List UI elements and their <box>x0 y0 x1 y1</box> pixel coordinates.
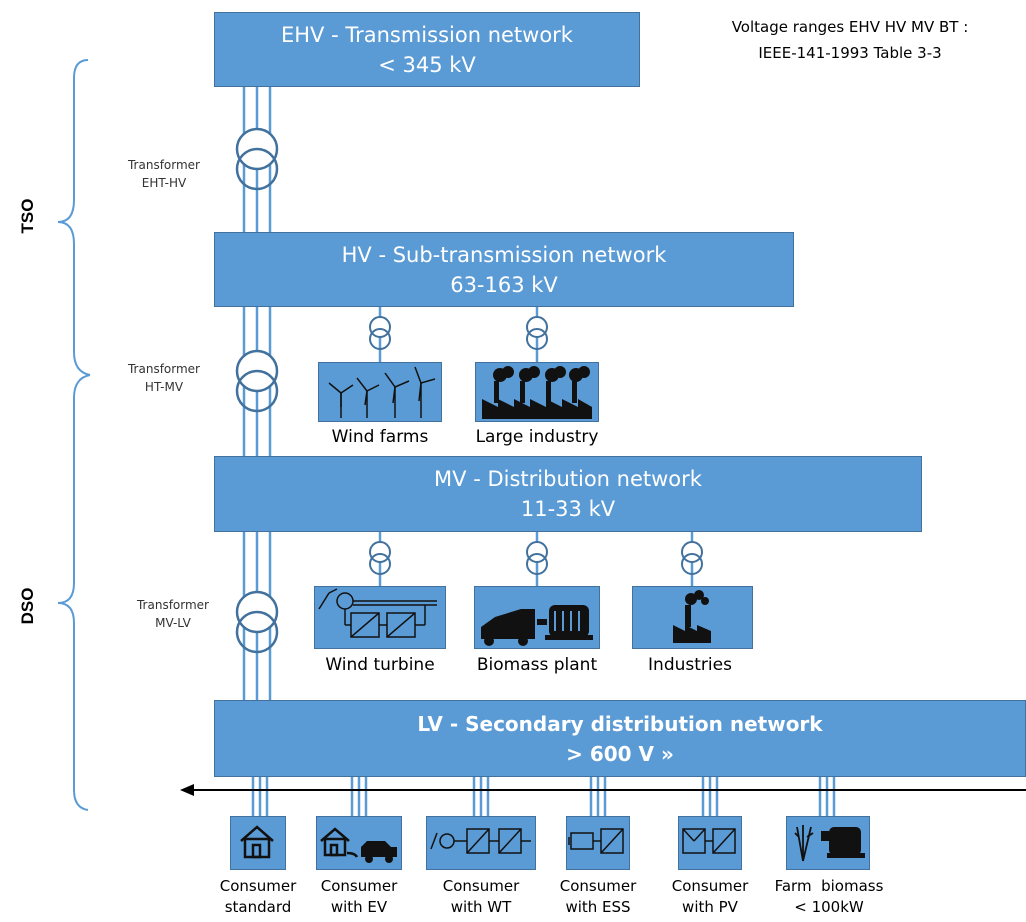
consumer-wt-box <box>426 816 536 870</box>
wind-turbine-converter-icon <box>430 828 531 854</box>
consumer-pv-label: Consumer with PV <box>655 876 765 918</box>
farm-biomass-box <box>786 816 870 870</box>
tso-label: TSO <box>18 198 37 234</box>
note-line-1: Voltage ranges EHV HV MV BT : <box>731 18 969 36</box>
farm-biomass-icon <box>794 825 865 862</box>
consumer-line1: Consumer <box>219 877 297 895</box>
consumer-line1: Consumer <box>320 877 398 895</box>
transformer-ht-mv-symbol <box>235 349 279 413</box>
transformer-mv-lv-symbol <box>235 590 279 654</box>
consumer-line1: Consumer <box>442 877 520 895</box>
consumer-wt-label: Consumer with WT <box>426 876 536 918</box>
ehv-transmission-network: EHV - Transmission network < 345 kV <box>214 12 640 87</box>
note-line-2: IEEE-141-1993 Table 3-3 <box>758 44 942 62</box>
dso-label: DSO <box>18 587 37 625</box>
ehv-title: EHV - Transmission network <box>281 22 573 47</box>
consumer-pv-box <box>678 816 742 870</box>
transformer-label-line1: Transformer <box>136 598 209 612</box>
biomass-plant-icon <box>481 605 593 646</box>
consumer-line2: standard <box>224 898 292 916</box>
factory-icon <box>673 590 711 643</box>
consumer-line1: Consumer <box>559 877 637 895</box>
transformer-label-eht-hv: Transformer EHT-HV <box>109 156 219 192</box>
farm-biomass-label: Farm biomass < 100kW <box>764 876 894 918</box>
wind-turbine-box <box>314 586 446 649</box>
industries-label: Industries <box>648 655 732 675</box>
consumer-line1: Consumer <box>671 877 749 895</box>
transformer-label-line1: Transformer <box>127 158 200 172</box>
operator-braces <box>57 59 91 811</box>
biomass-plant-label: Biomass plant <box>476 655 598 675</box>
small-transformers <box>369 316 703 575</box>
consumer-line2: < 100kW <box>794 898 864 916</box>
hv-subtransmission-network: HV - Sub-transmission network 63-163 kV <box>214 232 794 307</box>
dso-brace <box>57 374 91 811</box>
house-icon <box>240 825 274 859</box>
mv-distribution-network: MV - Distribution network 11-33 kV <box>214 456 922 532</box>
battery-converter-icon <box>568 828 624 854</box>
consumer-line2: with WT <box>450 898 512 916</box>
wind-turbine-label: Wind turbine <box>325 655 435 675</box>
transformer-label-ht-mv: Transformer HT-MV <box>109 360 219 396</box>
consumer-standard-label: Consumer standard <box>203 876 313 918</box>
consumer-line2: with EV <box>330 898 388 916</box>
lv-voltage: > 600 V » <box>566 741 674 766</box>
large-industry-label: Large industry <box>475 427 599 447</box>
wind-turbine-converter-icon <box>318 588 437 638</box>
main-transformers <box>235 127 279 654</box>
main-feeder-lines <box>242 85 836 816</box>
wind-farm-icon <box>328 366 436 418</box>
house-ev-icon <box>320 827 397 863</box>
large-industry-icon <box>482 366 592 419</box>
transformer-label-line2: HT-MV <box>144 380 184 394</box>
transformer-label-line2: MV-LV <box>155 616 191 630</box>
transformer-label-line1: Transformer <box>127 362 200 376</box>
consumer-ess-label: Consumer with ESS <box>543 876 653 918</box>
consumer-line1: Farm biomass <box>774 877 884 895</box>
transformer-eht-hv-symbol <box>235 127 279 191</box>
biomass-plant-box <box>474 586 600 649</box>
consumer-ess-box <box>566 816 630 870</box>
consumer-standard-box <box>230 816 286 870</box>
pv-converter-icon <box>682 828 736 854</box>
wind-farm-box <box>318 362 442 422</box>
industries-box <box>632 586 753 649</box>
mv-title: MV - Distribution network <box>434 467 702 491</box>
lv-direction-arrow <box>180 784 1026 796</box>
voltage-ranges-note: Voltage ranges EHV HV MV BT : IEEE-141-1… <box>680 14 1020 66</box>
consumer-line2: with PV <box>682 898 738 916</box>
consumer-ev-label: Consumer with EV <box>304 876 414 918</box>
mv-voltage: 11-33 kV <box>520 497 616 521</box>
large-industry-box <box>475 362 599 422</box>
wind-farms-label: Wind farms <box>331 427 429 447</box>
transformer-label-mv-lv: Transformer MV-LV <box>118 596 228 632</box>
tso-brace <box>57 59 91 376</box>
consumer-line2: with ESS <box>565 898 631 916</box>
lv-title: LV - Secondary distribution network <box>417 711 823 736</box>
consumer-ev-box <box>316 816 402 870</box>
hv-voltage: 63-163 kV <box>450 272 558 297</box>
hv-title: HV - Sub-transmission network <box>341 242 667 267</box>
ehv-voltage: < 345 kV <box>378 52 476 77</box>
transformer-label-line2: EHT-HV <box>141 176 187 190</box>
lv-secondary-distribution-network: LV - Secondary distribution network > 60… <box>214 700 1026 777</box>
